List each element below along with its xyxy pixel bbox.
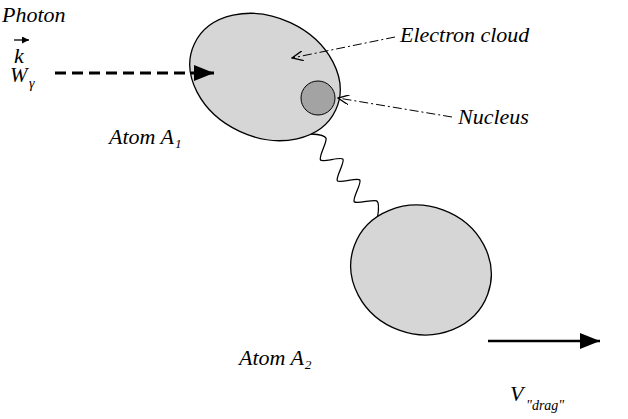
electron-cloud-shape [169, 0, 361, 164]
annotation-label: Photon [2, 2, 66, 27]
electron-cloud-shape [332, 186, 509, 355]
nucleus-circle [301, 81, 335, 115]
atom-outline [349, 204, 493, 336]
annotation-label: Nucleus [458, 104, 529, 129]
velocity-arrow [488, 340, 600, 343]
vector-arrow [14, 39, 29, 40]
leader-line [292, 37, 395, 58]
annotation-label: V [510, 381, 523, 406]
leader-line [338, 98, 452, 117]
atom-label: Atom A₁ [109, 124, 182, 149]
atom-outline [189, 12, 341, 142]
atom-label: Atom A₂ [239, 345, 312, 370]
photon-arrow [55, 72, 214, 75]
annotation-label: W [10, 63, 28, 87]
atom: Atom A₂ [349, 204, 493, 336]
annotation-label: Electron cloud [400, 22, 529, 47]
atom: Atom A₁ [189, 12, 341, 142]
annotation-label: γ [29, 76, 35, 92]
spring-bond [311, 134, 378, 216]
annotation-label: "drag" [526, 398, 564, 414]
